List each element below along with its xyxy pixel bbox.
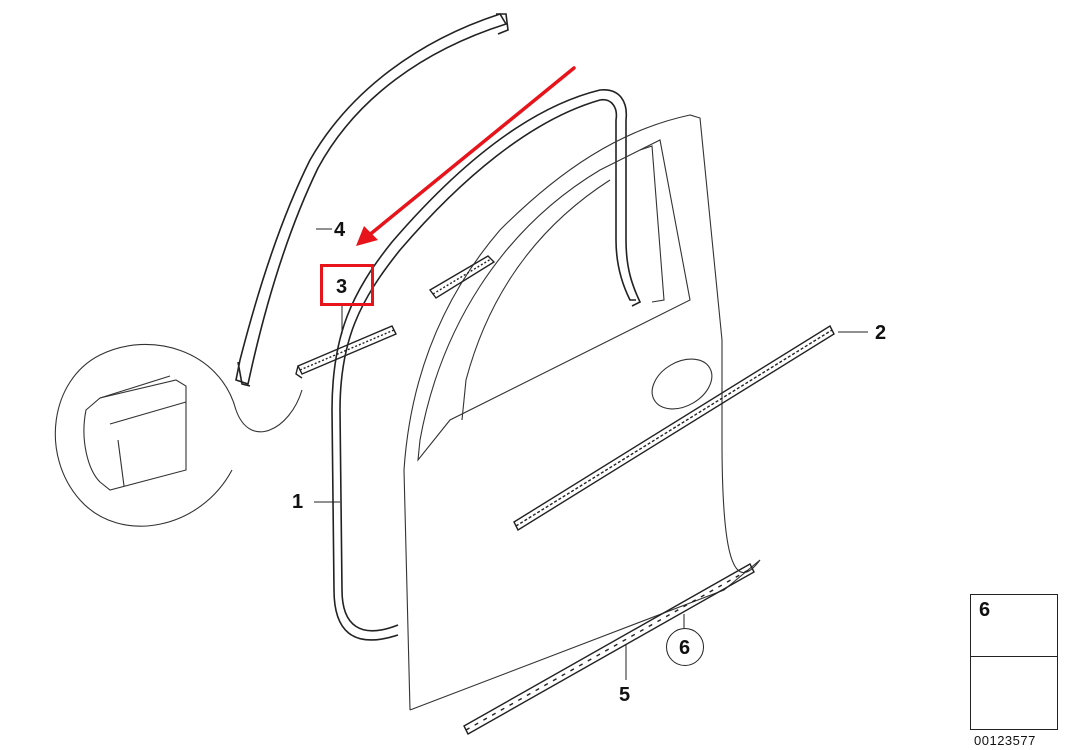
leader-lines — [314, 228, 868, 680]
callout-3-highlight — [320, 264, 374, 306]
callout-6: 6 — [679, 637, 691, 659]
callout-1: 1 — [292, 491, 304, 513]
part-2-belt-strip — [513, 325, 835, 531]
legend-top-cell: 6 — [971, 595, 1057, 657]
callout-6-circle — [666, 628, 704, 666]
legend-number: 6 — [979, 599, 991, 621]
red-arrow — [356, 66, 576, 246]
callout-3: 3 — [336, 276, 348, 298]
legend-box: 6 — [970, 594, 1058, 730]
reference-number: 00123577 — [974, 733, 1036, 748]
detail-magnifier — [54, 343, 303, 527]
part-4-upper-frame-seal — [235, 13, 509, 387]
callout-2: 2 — [875, 322, 887, 344]
callout-4: 4 — [334, 219, 346, 241]
part-3-inner-shaft-seal — [295, 255, 496, 379]
part-5-sill-seal — [463, 563, 755, 735]
callout-5: 5 — [619, 684, 631, 706]
part-1-door-seal — [331, 89, 642, 641]
door-body — [403, 114, 761, 711]
